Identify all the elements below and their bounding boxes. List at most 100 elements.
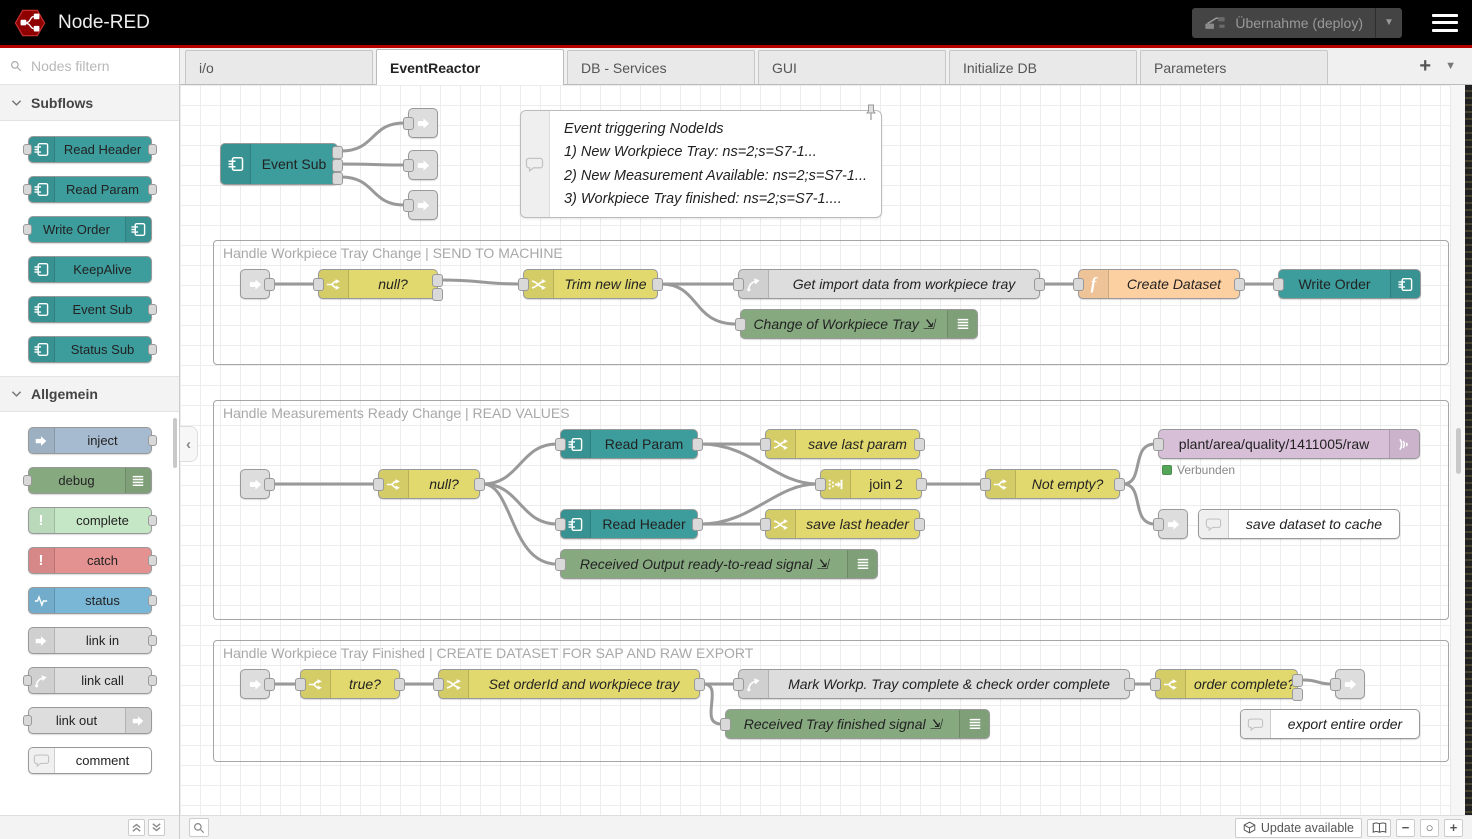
search-input[interactable] [28,57,169,75]
node-port[interactable] [295,678,306,691]
change-node[interactable]: save last header [760,509,925,539]
link-out-node[interactable] [1153,509,1188,539]
link-in-node[interactable] [240,669,275,699]
debug-node[interactable]: Received Tray finished signal ⇲ [720,709,990,739]
node-port[interactable] [1292,674,1303,687]
node-port[interactable] [394,678,405,691]
zoom-reset-button[interactable]: ○ [1420,818,1439,837]
link-in-node[interactable] [240,269,275,299]
node-port[interactable] [980,478,991,491]
link-out-node[interactable] [403,190,438,220]
node-port[interactable] [403,159,414,172]
palette-node-status[interactable]: status [27,587,157,614]
palette-node-complete[interactable]: ! complete [27,507,157,534]
node-port[interactable] [735,318,746,331]
node-port[interactable] [1273,278,1284,291]
palette-node-catch[interactable]: ! catch [27,547,157,574]
tab-io[interactable]: i/o [185,50,373,84]
palette-scrollbar[interactable] [173,418,177,468]
node-port[interactable] [1114,478,1125,491]
node-port[interactable] [1034,278,1045,291]
palette-section-allgemein[interactable]: Allgemein [0,376,179,412]
read-header-node[interactable]: Read Header [555,509,703,539]
switch-node[interactable]: null? [373,469,485,499]
node-port[interactable] [432,288,443,301]
link-in-node[interactable] [240,469,275,499]
comment-node[interactable]: export entire order [1240,709,1420,739]
node-port[interactable] [733,278,744,291]
node-port[interactable] [1124,678,1135,691]
canvas-scrollbar-track[interactable] [1450,85,1465,815]
zoom-out-button[interactable]: − [1396,818,1415,837]
node-port[interactable] [692,438,703,451]
link-out-node[interactable] [403,108,438,138]
switch-node[interactable]: Not empty? [980,469,1125,499]
palette-node-status-sub[interactable]: Status Sub [27,336,157,363]
switch-node[interactable]: true? [295,669,405,699]
node-port[interactable] [1073,278,1084,291]
read-param-node[interactable]: Read Param [555,429,703,459]
node-port[interactable] [692,518,703,531]
group-read-values[interactable]: Handle Measurements Ready Change | READ … [213,400,1449,620]
palette-node-debug[interactable]: debug [22,467,152,494]
flow-list-caret-icon[interactable]: ▼ [1445,60,1456,72]
zoom-in-button[interactable]: + [1444,818,1463,837]
node-port[interactable] [916,478,927,491]
node-port[interactable] [403,117,414,130]
node-port[interactable] [815,478,826,491]
tab-db-services[interactable]: DB - Services [567,50,755,84]
link-out-node[interactable] [1330,669,1365,699]
link-out-node[interactable] [403,150,438,180]
flow-canvas[interactable]: Event Sub Event triggering NodeIds 1) Ne… [180,85,1465,815]
node-port[interactable] [332,159,343,172]
right-sidebar-edge[interactable] [1465,85,1472,815]
comment-node[interactable]: save dataset to cache [1198,509,1400,539]
node-port[interactable] [332,172,343,185]
node-port[interactable] [720,718,731,731]
node-port[interactable] [264,478,275,491]
node-port[interactable] [518,278,529,291]
group-send-to-machine[interactable]: Handle Workpiece Tray Change | SEND TO M… [213,240,1449,365]
node-port[interactable] [1153,518,1164,531]
node-port[interactable] [733,678,744,691]
node-port[interactable] [432,274,443,287]
node-port[interactable] [373,478,384,491]
palette-node-event-sub[interactable]: Event Sub [27,296,157,323]
node-port[interactable] [1153,438,1164,451]
change-node[interactable]: save last param [760,429,925,459]
change-node[interactable]: Set orderId and workpiece tray [433,669,705,699]
palette-node-comment[interactable]: comment [27,747,152,774]
node-port[interactable] [474,478,485,491]
change-node[interactable]: Trim new line [518,269,663,299]
node-port[interactable] [760,518,771,531]
update-available-button[interactable]: Update available [1234,817,1362,838]
tab-gui[interactable]: GUI [758,50,946,84]
node-port[interactable] [264,278,275,291]
palette-node-link-out[interactable]: link out [22,707,152,734]
node-port[interactable] [433,678,444,691]
tab-parameters[interactable]: Parameters [1140,50,1328,84]
node-port[interactable] [555,518,566,531]
palette-node-write-order[interactable]: Write Order [22,216,152,243]
node-port[interactable] [313,278,324,291]
link-call-node[interactable]: Mark Workp. Tray complete & check order … [733,669,1135,699]
palette-node-inject[interactable]: inject [27,427,157,454]
palette-search[interactable] [0,48,180,85]
main-menu-button[interactable] [1432,13,1458,32]
tab-initialize-db[interactable]: Initialize DB [949,50,1137,84]
deploy-caret-icon[interactable]: ▼ [1375,7,1402,38]
mqtt-out-node[interactable]: plant/area/quality/1411005/raw [1153,429,1420,459]
tab-eventreactor[interactable]: EventReactor [376,49,564,85]
link-call-node[interactable]: Get import data from workpiece tray [733,269,1045,299]
node-port[interactable] [1292,688,1303,701]
node-port[interactable] [652,278,663,291]
palette-node-link-in[interactable]: link in [27,627,157,654]
expand-all-button[interactable] [148,819,165,836]
join-node[interactable]: join 2 [815,469,927,499]
node-port[interactable] [332,146,343,159]
debug-node[interactable]: Change of Workpiece Tray ⇲ [735,309,978,339]
palette-section-subflows[interactable]: Subflows [0,85,179,121]
write-order-node[interactable]: Write Order [1273,269,1421,299]
palette-node-read-header[interactable]: Read Header [22,136,157,163]
deploy-button[interactable]: Übernahme (deploy) ▼ [1192,7,1402,38]
